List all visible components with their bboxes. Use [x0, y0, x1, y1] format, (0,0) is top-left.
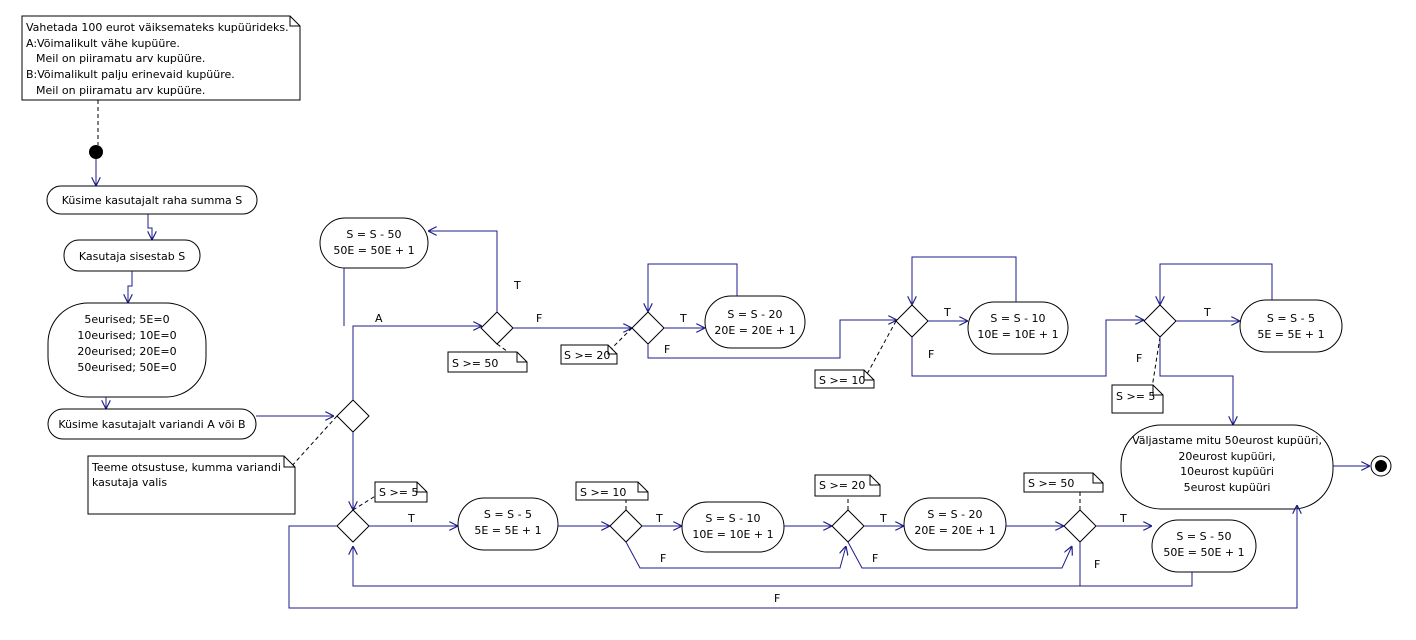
top-s10-line-1: S = S - 10: [990, 312, 1045, 325]
decision-bottom-20: [831, 509, 865, 543]
note-intro-line-1: Vahetada 100 eurot väiksemateks kupüürid…: [26, 21, 289, 34]
activity-ask-sum: [46, 185, 258, 215]
guard-top-10: S >= 10: [814, 369, 875, 389]
label-bottom-10-f: F: [660, 552, 666, 565]
guard-bottom-10-label: S >= 10: [580, 486, 626, 499]
guard-bottom-5: S >= 5: [374, 481, 428, 503]
init-line-2: 10eurised; 10E=0: [77, 329, 176, 342]
init-line-3: 20eurised; 20E=0: [77, 345, 176, 358]
top-s20-line-2: 20E = 20E + 1: [714, 324, 795, 337]
activity-ask-sum-label: Küsime kasutajalt raha summa S: [62, 194, 243, 207]
decision-bottom-50: [1063, 509, 1097, 543]
output-line-4: 5eurost kupüüri: [1184, 481, 1271, 494]
top-s50-line-1: S = S - 50: [346, 228, 401, 241]
guard-top-10-label: S >= 10: [819, 374, 865, 387]
initial-node: [89, 145, 103, 159]
note-intro: Vahetada 100 eurot väiksemateks kupüürid…: [21, 15, 301, 101]
guard-bottom-50-label: S >= 50: [1028, 477, 1074, 490]
flow-label-a: A: [375, 312, 383, 325]
bottom-s10-line-2: 10E = 10E + 1: [692, 528, 773, 541]
bottom-s10-line-1: S = S - 10: [705, 512, 760, 525]
output-line-2: 20eurost kupüüri,: [1178, 450, 1275, 463]
guard-top-20-label: S >= 20: [564, 349, 610, 362]
label-top-20-f: F: [664, 343, 670, 356]
guard-top-50-label: S >= 50: [452, 357, 498, 370]
activity-top-s20: [704, 295, 806, 349]
bottom-s5-line-1: S = S - 5: [484, 508, 532, 521]
activity-output: [1120, 424, 1334, 510]
decision-top-20: [631, 311, 665, 345]
label-top-5-t: T: [1203, 306, 1211, 319]
guard-top-5-label: S >= 5: [1116, 390, 1155, 403]
label-top-50-f: F: [536, 312, 542, 325]
decision-bottom-5: [336, 509, 370, 543]
guard-top-50: S >= 50: [447, 351, 528, 373]
note-intro-line-5: Meil on piiramatu arv kupüüre.: [36, 84, 205, 97]
top-s20-line-1: S = S - 20: [727, 308, 782, 321]
output-line-1: Väljastame mitu 50eurost kupüüri,: [1132, 434, 1322, 447]
top-s5-line-2: 5E = 5E + 1: [1257, 328, 1324, 341]
activity-top-s10: [967, 301, 1069, 355]
note-intro-line-3: Meil on piiramatu arv kupüüre.: [36, 52, 205, 65]
guard-bottom-10: S >= 10: [575, 481, 649, 501]
activity-ask-variant-label: Küsime kasutajalt variandi A või B: [58, 418, 245, 431]
guard-bottom-20: S >= 20: [814, 474, 881, 497]
top-s50-line-2: 50E = 50E + 1: [333, 244, 414, 257]
bottom-s50-line-2: 50E = 50E + 1: [1163, 546, 1244, 559]
note-intro-line-4: B:Võimalikult palju erinevaid kupüüre.: [26, 68, 235, 81]
label-bottom-10-t: T: [655, 512, 663, 525]
activity-user-enters-label: Kasutaja sisestab S: [79, 250, 185, 263]
activity-ask-variant: [47, 408, 257, 440]
label-bottom-5-t: T: [407, 512, 415, 525]
label-bottom-50-t: T: [1119, 512, 1127, 525]
decision-top-5: [1143, 304, 1177, 338]
decision-variant: [336, 399, 370, 433]
label-top-50-t: T: [513, 279, 521, 292]
final-node: [1370, 455, 1392, 477]
guard-bottom-20-label: S >= 20: [819, 479, 865, 492]
activity-bottom-s10: [681, 501, 785, 553]
activity-bottom-s50: [1151, 519, 1257, 573]
label-top-20-t: T: [679, 312, 687, 325]
note-decision-line-1: Teeme otsustuse, kumma variandi: [91, 461, 281, 474]
activity-top-s5: [1239, 299, 1343, 353]
top-s10-line-2: 10E = 10E + 1: [977, 328, 1058, 341]
label-bottom-50-f: F: [1094, 558, 1100, 571]
label-top-5-f: F: [1136, 352, 1142, 365]
decision-top-50: [480, 311, 514, 345]
bottom-s5-line-2: 5E = 5E + 1: [474, 524, 541, 537]
guard-bottom-50: S >= 50: [1023, 472, 1104, 493]
init-line-1: 5eurised; 5E=0: [84, 313, 169, 326]
activity-top-s50: [319, 217, 429, 269]
guard-bottom-5-label: S >= 5: [379, 486, 418, 499]
label-bottom-20-t: T: [879, 512, 887, 525]
activity-bottom-s20: [903, 497, 1007, 551]
label-top-10-f: F: [928, 348, 934, 361]
label-bottom-20-f: F: [872, 552, 878, 565]
activity-bottom-s5: [457, 497, 559, 551]
note-decision: Teeme otsustuse, kumma variandi kasutaja…: [87, 455, 296, 515]
note-intro-line-2: A:Võimalikult vähe kupüüre.: [26, 37, 180, 50]
output-line-3: 10eurost kupüüri: [1180, 465, 1274, 478]
guard-top-5: S >= 5: [1111, 384, 1164, 414]
bottom-s50-line-1: S = S - 50: [1176, 530, 1231, 543]
label-bottom-5-f: F: [774, 592, 780, 605]
guard-top-20: S >= 20: [560, 344, 618, 365]
init-line-4: 50eurised; 50E=0: [77, 361, 176, 374]
bottom-s20-line-1: S = S - 20: [927, 508, 982, 521]
label-top-10-t: T: [943, 306, 951, 319]
activity-init-counters: [47, 302, 207, 398]
note-decision-line-2: kasutaja valis: [92, 476, 167, 489]
decision-bottom-10: [609, 509, 643, 543]
bottom-s20-line-2: 20E = 20E + 1: [914, 524, 995, 537]
decision-top-10: [895, 304, 929, 338]
top-s5-line-1: S = S - 5: [1267, 312, 1315, 325]
